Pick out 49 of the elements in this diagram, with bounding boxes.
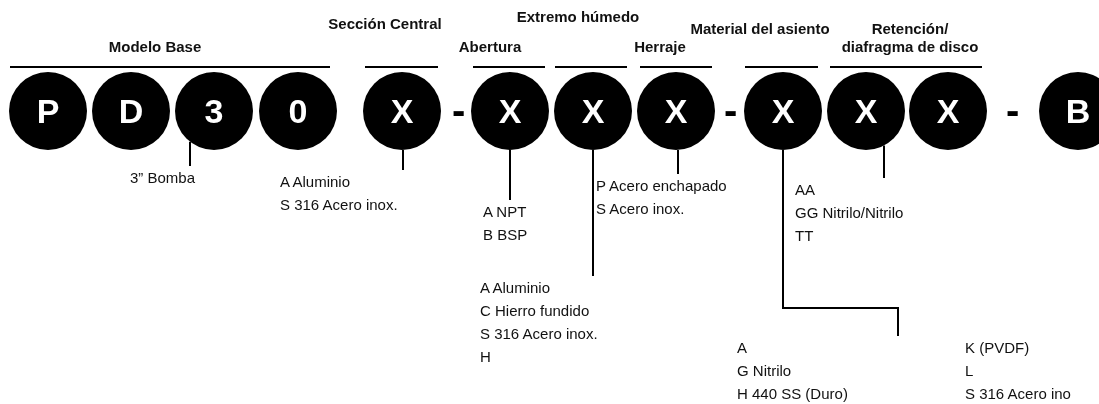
leader-line [677,148,679,175]
option-text: P Acero enchapado [596,176,728,196]
option-text: TT [795,226,815,246]
option-text: A [737,338,748,358]
section-heading: Sección Central [327,15,443,33]
option-text: S 316 Acero inox. [480,324,599,344]
option-text: AA [795,180,816,200]
code-letter-circle: X [827,72,905,150]
option-text: H [480,347,492,367]
code-letter-circle: D [92,72,170,150]
option-text: A NPT [483,202,528,222]
section-heading: Material del asiento [689,20,831,38]
code-letter-circle: X [471,72,549,150]
option-text: S 316 Acero ino [965,384,1072,404]
code-letter-circle: 0 [259,72,337,150]
option-text: K (PVDF) [965,338,1031,358]
separator-dash: - [1006,90,1020,130]
code-letter-circle: P [9,72,87,150]
section-heading: Extremo húmedo [515,8,641,26]
option-text: H 440 SS (Duro) [737,384,849,404]
code-letter-circle: B [1039,72,1099,150]
code-letter-circle: X [909,72,987,150]
separator-dash: - [452,90,466,130]
section-heading: Herraje [633,38,687,56]
option-text: GG Nitrilo/Nitrilo [795,203,905,223]
leader-line [189,140,191,167]
code-letter-circle: X [363,72,441,150]
code-letter-circle: 3 [175,72,253,150]
leader-line [883,144,885,179]
section-heading: Retención/ diafragma de disco [840,20,980,56]
leader-line [509,149,511,201]
option-text: B BSP [483,225,529,245]
option-text: L [965,361,975,381]
option-text: S 316 Acero inox. [280,195,399,215]
option-text: G Nitrilo [737,361,793,381]
code-letter-circle: X [744,72,822,150]
option-text: A Aluminio [480,278,552,298]
option-text: 3” Bomba [130,168,197,188]
section-heading: Modelo Base [107,38,203,56]
option-text: C Hierro fundido [480,301,591,321]
code-letter-circle: X [637,72,715,150]
code-letter-circle: X [554,72,632,150]
section-heading: Abertura [457,38,523,56]
leader-line [592,149,594,277]
separator-dash: - [724,90,738,130]
leader-line [402,149,404,171]
option-text: S Acero inox. [596,199,686,219]
leader-line [782,149,899,337]
option-text: A Aluminio [280,172,352,192]
